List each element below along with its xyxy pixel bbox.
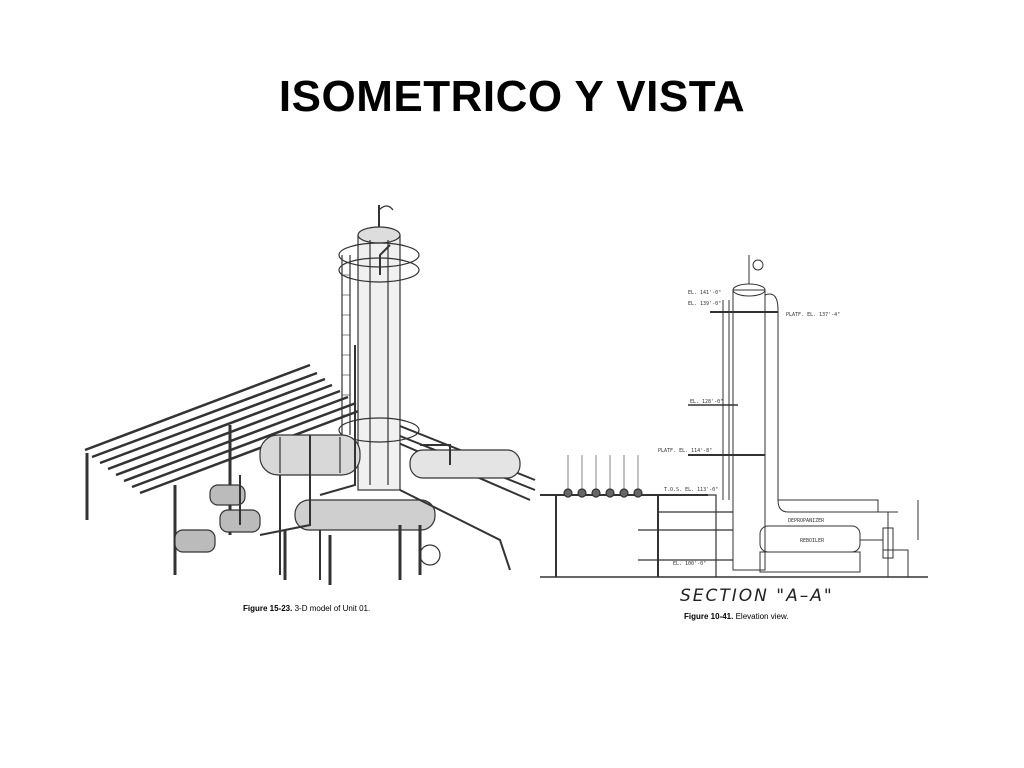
caption-isometric: Figure 15-23. 3-D model of Unit 01.	[243, 604, 371, 613]
caption-elevation: Figure 10-41. Elevation view.	[684, 612, 789, 621]
section-label: SECTION "A–A"	[680, 586, 834, 606]
pipe-rack	[84, 363, 365, 495]
label-tos: T.O.S. EL. 113'-0"	[664, 487, 718, 493]
slide-title: ISOMETRICO Y VISTA	[278, 72, 746, 121]
label-depropanizer: DEPROPANIZER	[788, 518, 825, 524]
label-platf-mid: PLATF. EL. 114'-8"	[658, 448, 712, 454]
pipe-rack-elevation	[540, 455, 733, 577]
isometric-3d-model	[84, 205, 536, 585]
reboiler	[759, 525, 894, 573]
label-el-100: EL. 100'-0"	[673, 561, 706, 567]
label-el-128: EL. 128'-0"	[690, 399, 723, 405]
heat-exchanger	[294, 449, 521, 566]
distillation-column	[338, 205, 420, 491]
label-reboiler: REBOILER	[800, 538, 825, 544]
label-platf-top: PLATF. EL. 137'-4"	[786, 312, 840, 318]
label-el-139: EL. 139'-0"	[688, 301, 721, 307]
pumps	[174, 484, 261, 553]
elevation-view: EL. 141'-0" EL. 139'-0" PLATF. EL. 137'-…	[540, 255, 928, 578]
label-el-141: EL. 141'-0"	[688, 290, 721, 296]
